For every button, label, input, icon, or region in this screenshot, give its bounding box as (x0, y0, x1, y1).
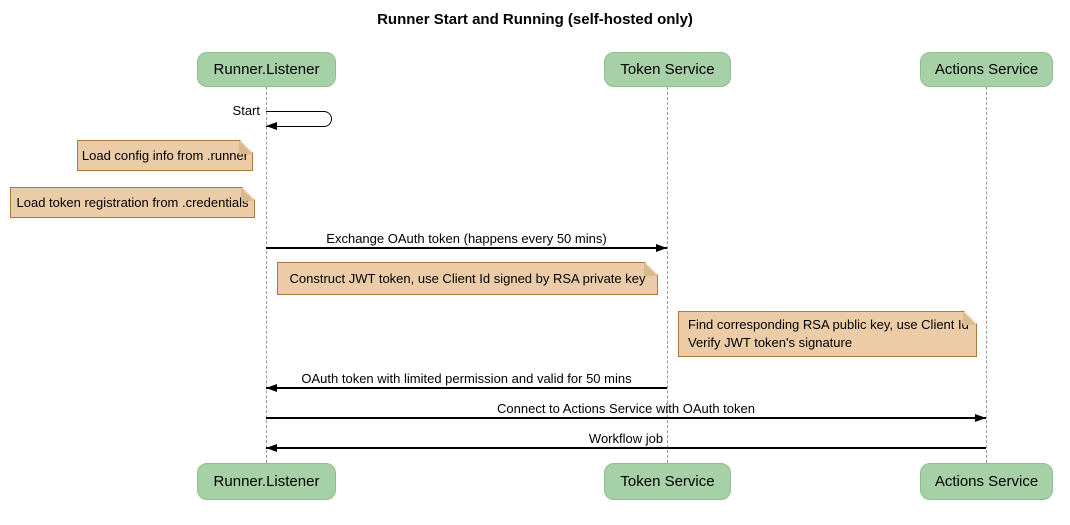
message-exchange-oauth-line (266, 247, 667, 249)
participant-bottom-token-service: Token Service (604, 463, 731, 500)
message-start-self-loop (266, 111, 332, 127)
note-verify-jwt-line1: Find corresponding RSA public key, use C… (688, 317, 969, 332)
message-exchange-oauth-label: Exchange OAuth token (happens every 50 m… (326, 231, 607, 246)
note-load-token-registration-text: Load token registration from .credential… (16, 195, 249, 210)
message-connect-label: Connect to Actions Service with OAuth to… (497, 401, 755, 416)
note-load-config-text: Load config info from .runner (81, 148, 249, 163)
note-verify-jwt: Find corresponding RSA public key, use C… (678, 311, 977, 357)
message-workflow-job-label: Workflow job (588, 431, 664, 446)
lifeline-token-service (666, 87, 668, 463)
note-verify-jwt-line2: Verify JWT token's signature (688, 335, 853, 350)
participant-top-runner-listener: Runner.Listener (197, 52, 336, 87)
note-construct-jwt-text: Construct JWT token, use Client Id signe… (289, 271, 646, 286)
message-exchange-oauth-arrowhead-right (656, 243, 667, 252)
message-workflow-job-arrowhead-left (266, 443, 277, 452)
note-fold-icon (963, 312, 976, 325)
message-start-arrowhead-left (266, 121, 277, 130)
lifeline-actions-service (985, 87, 987, 463)
note-fold-icon (644, 263, 657, 276)
message-workflow-job-line (266, 447, 986, 449)
message-oauth-return-arrowhead-left (266, 383, 277, 392)
diagram-title: Runner Start and Running (self-hosted on… (377, 11, 693, 28)
note-load-config: Load config info from .runner (77, 140, 253, 171)
participant-bottom-actions-service: Actions Service (920, 463, 1053, 500)
message-oauth-return-line (266, 387, 667, 389)
note-construct-jwt: Construct JWT token, use Client Id signe… (277, 262, 658, 295)
note-fold-icon (241, 188, 254, 201)
lifeline-runner-listener (265, 87, 267, 463)
message-connect-line (266, 417, 986, 419)
note-fold-icon (239, 141, 252, 154)
message-connect-arrowhead-right (975, 413, 986, 422)
message-start-label: Start (232, 103, 260, 118)
participant-top-actions-service: Actions Service (920, 52, 1053, 87)
participant-bottom-runner-listener: Runner.Listener (197, 463, 336, 500)
message-oauth-return-label: OAuth token with limited permission and … (301, 371, 632, 386)
note-load-token-registration: Load token registration from .credential… (10, 187, 255, 218)
participant-top-token-service: Token Service (604, 52, 731, 87)
